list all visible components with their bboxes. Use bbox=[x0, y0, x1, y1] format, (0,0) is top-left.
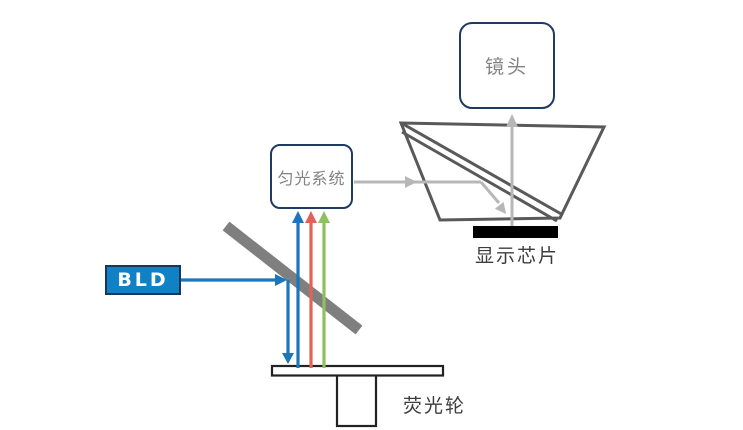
homogenizer-box: 匀光系统 bbox=[270, 144, 353, 209]
display-chip-bar bbox=[473, 226, 558, 238]
light-path-to-chip-arrowhead bbox=[494, 201, 506, 214]
blue-beam-down-arrowhead bbox=[282, 353, 294, 364]
phosphor-wheel-disc bbox=[270, 364, 445, 377]
light-path-to-lens-arrowhead bbox=[506, 114, 518, 127]
dichroic-mirror bbox=[222, 221, 363, 335]
bld-label: BLD bbox=[117, 269, 169, 291]
blue-beam-up-arrowhead bbox=[292, 211, 304, 223]
phosphor-wheel-label: 荧光轮 bbox=[403, 395, 467, 417]
display-chip-label: 显示芯片 bbox=[474, 245, 559, 267]
phosphor-wheel-hub bbox=[335, 373, 378, 428]
red-beam-up-arrowhead bbox=[305, 211, 317, 223]
blue-beam-horizontal-arrowhead bbox=[275, 274, 287, 286]
lens-box: 镜头 bbox=[459, 22, 555, 109]
homogenizer-label: 匀光系统 bbox=[277, 168, 346, 188]
prism-air-gap-line-lower bbox=[401, 130, 558, 223]
green-beam-up-arrowhead bbox=[318, 211, 330, 223]
lens-label: 镜头 bbox=[484, 56, 529, 78]
prism-outline bbox=[398, 121, 607, 222]
prism-air-gap-line-upper bbox=[402, 122, 564, 217]
light-path-to-chip bbox=[479, 181, 501, 204]
light-path-horizontal-arrowhead bbox=[405, 176, 417, 188]
bld-box: BLD bbox=[105, 265, 181, 295]
